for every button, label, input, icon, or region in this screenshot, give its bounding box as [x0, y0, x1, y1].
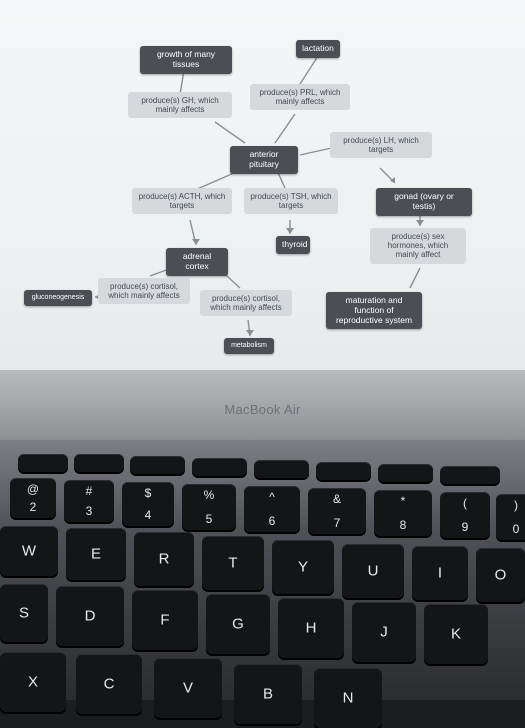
key-i-label: I — [437, 564, 443, 582]
key-f6[interactable] — [316, 462, 371, 480]
key-2-label: 2 — [29, 500, 37, 514]
key-0-label: 0 — [512, 522, 520, 536]
node-produce-prl: produce(s) PRL, which mainly affects — [250, 84, 350, 111]
key-0-shift-label: ) — [514, 498, 518, 512]
key-7-label: 7 — [333, 516, 341, 530]
key-u-label: U — [367, 562, 379, 580]
key-v[interactable]: V — [154, 658, 222, 718]
key-9-shift-label: ( — [463, 496, 467, 510]
key-i[interactable]: I — [412, 546, 468, 600]
key-6-label: 6 — [268, 514, 276, 528]
laptop-bezel — [0, 370, 525, 440]
key-c[interactable]: C — [76, 654, 142, 714]
key-v-label: V — [182, 679, 193, 697]
key-4-shift-label: $ — [144, 486, 152, 500]
node-gluconeogenesis: gluconeogenesis — [24, 290, 92, 307]
key-7-shift-label: & — [332, 492, 341, 506]
key-d-label: D — [84, 607, 96, 625]
node-produce-cortisol-mid: produce(s) cortisol, which mainly affect… — [200, 290, 292, 317]
key-8-label: 8 — [399, 518, 407, 532]
key-t[interactable]: T — [202, 536, 264, 590]
key-y-label: Y — [297, 558, 308, 576]
key-n[interactable]: N — [314, 668, 382, 728]
key-x[interactable]: X — [0, 652, 66, 712]
node-adrenal-cortex: adrenal cortex — [166, 248, 228, 276]
key-o[interactable]: O — [476, 548, 525, 602]
key-r[interactable]: R — [134, 532, 194, 586]
key-e[interactable]: E — [66, 528, 126, 580]
node-produce-acth: produce(s) ACTH, which targets — [132, 188, 232, 215]
key-8-shift-label: * — [400, 494, 406, 508]
key-f7[interactable] — [378, 464, 433, 482]
key-w[interactable]: W — [0, 526, 58, 576]
key-e-label: E — [90, 545, 101, 563]
key-7[interactable]: & 7 — [308, 488, 366, 534]
key-5[interactable]: % 5 — [182, 484, 236, 530]
node-produce-lh: produce(s) LH, which targets — [330, 132, 432, 159]
key-k-label: K — [450, 625, 461, 643]
key-0[interactable]: ) 0 — [496, 494, 525, 540]
key-3[interactable]: # 3 — [64, 480, 114, 522]
key-6[interactable]: ^ 6 — [244, 486, 300, 532]
key-r-label: R — [158, 550, 170, 568]
key-f8[interactable] — [440, 466, 500, 484]
key-f1[interactable] — [18, 454, 68, 472]
key-o-label: O — [494, 566, 507, 584]
node-growth-of-many-tissues: growth of many tissues — [140, 46, 232, 74]
key-w-label: W — [21, 542, 37, 560]
key-2[interactable]: @ 2 — [10, 478, 56, 518]
node-produce-sex-hormones: produce(s) sex hormones, which mainly af… — [370, 228, 466, 264]
key-3-label: 3 — [85, 504, 93, 518]
node-produce-tsh: produce(s) TSH, which targets — [244, 188, 338, 215]
key-h-label: H — [305, 619, 317, 637]
key-f3[interactable] — [130, 456, 185, 474]
key-h[interactable]: H — [278, 598, 344, 658]
node-produce-cortisol-left: produce(s) cortisol, which mainly affect… — [98, 278, 190, 305]
node-maturation-reproductive: maturation and function of reproductive … — [326, 292, 422, 330]
node-lactation: lactation — [296, 40, 340, 58]
key-d[interactable]: D — [56, 586, 124, 646]
key-f-label: F — [160, 611, 170, 629]
key-n-label: N — [342, 689, 354, 707]
key-2-shift-label: @ — [26, 482, 40, 496]
key-g-label: G — [232, 615, 244, 633]
key-f5[interactable] — [254, 460, 309, 478]
node-gonad: gonad (ovary or testis) — [376, 188, 472, 216]
key-j[interactable]: J — [352, 602, 416, 662]
key-b[interactable]: B — [234, 664, 302, 724]
key-f4[interactable] — [192, 458, 247, 476]
key-s[interactable]: S — [0, 584, 48, 642]
key-j-label: J — [380, 623, 388, 641]
laptop-brand-label: MacBook Air — [224, 402, 301, 417]
key-c-label: C — [103, 675, 115, 693]
keyboard-deck: @ 2 # 3 $ 4 % 5 ^ 6 & 7 * 8 ( 9 ) 0 W E … — [0, 440, 525, 728]
key-6-shift-label: ^ — [269, 490, 275, 504]
key-u[interactable]: U — [342, 544, 404, 598]
key-f2[interactable] — [74, 454, 124, 472]
key-g[interactable]: G — [206, 594, 270, 654]
key-k[interactable]: K — [424, 604, 488, 664]
key-t-label: T — [228, 554, 238, 572]
node-thyroid: thyroid — [276, 236, 310, 254]
key-5-label: 5 — [205, 512, 213, 526]
key-4-label: 4 — [144, 508, 152, 522]
key-f[interactable]: F — [132, 590, 198, 650]
node-produce-gh: produce(s) GH, which mainly affects — [128, 92, 232, 119]
key-9-label: 9 — [461, 520, 469, 534]
laptop-screen: growth of many tissues lactation produce… — [0, 0, 525, 395]
key-9[interactable]: ( 9 — [440, 492, 490, 538]
key-s-label: S — [18, 604, 29, 622]
key-b-label: B — [262, 685, 273, 703]
key-y[interactable]: Y — [272, 540, 334, 594]
key-4[interactable]: $ 4 — [122, 482, 174, 526]
key-x-label: X — [27, 673, 38, 691]
node-metabolism: metabolism — [224, 338, 274, 355]
key-3-shift-label: # — [85, 484, 93, 498]
node-anterior-pituitary: anterior pituitary — [230, 146, 298, 174]
key-8[interactable]: * 8 — [374, 490, 432, 536]
key-5-shift-label: % — [203, 488, 215, 502]
